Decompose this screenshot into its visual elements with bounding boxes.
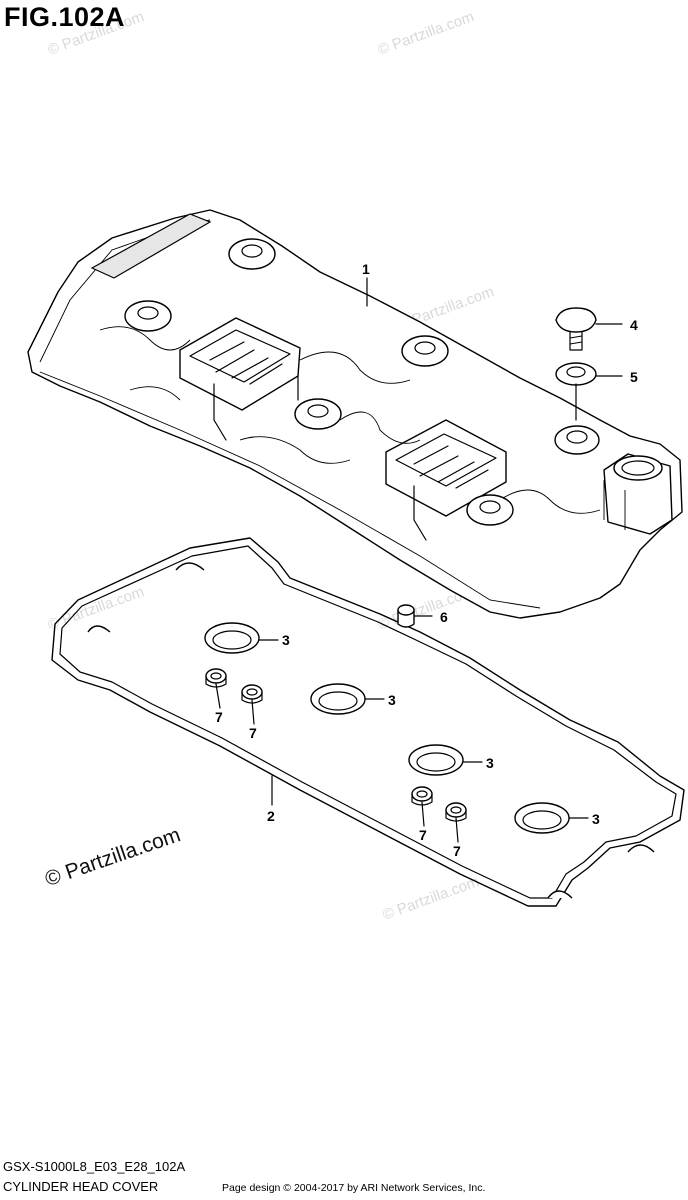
small-seal (241, 684, 263, 704)
plug-hole-gasket (204, 622, 260, 654)
plug-hole-gasket (514, 802, 570, 834)
callout-4: 4 (630, 317, 638, 333)
watermark-faint: © Partzilla.com (381, 873, 482, 924)
plug-hole-gasket (310, 683, 366, 715)
callout-2: 2 (267, 808, 275, 824)
callout-3: 3 (486, 755, 494, 771)
callout-6: 6 (440, 609, 448, 625)
small-seal (205, 668, 227, 688)
bolt-grommet (555, 362, 597, 386)
callout-7: 7 (249, 725, 257, 741)
small-seals (205, 668, 467, 822)
figure-title: FIG.102A (4, 2, 126, 32)
dowel-pin (397, 604, 415, 628)
page-caption: CYLINDER HEAD COVER (3, 1179, 159, 1194)
cover-bolt (555, 307, 597, 351)
callout-3: 3 (388, 692, 396, 708)
callout-7: 7 (215, 709, 223, 725)
cover-gasket (51, 537, 685, 907)
watermark-faint: © Partzilla.com (376, 8, 477, 59)
callout-labels: 1 2 3 3 3 3 4 5 6 7 7 7 7 (215, 261, 638, 859)
callout-7: 7 (419, 827, 427, 843)
copyright-footer: Page design © 2004-2017 by ARI Network S… (222, 1182, 486, 1194)
model-code: GSX-S1000L8_E03_E28_102A (3, 1159, 186, 1174)
plug-hole-gasket (408, 744, 464, 776)
small-seal (411, 786, 433, 806)
callout-3: 3 (592, 811, 600, 827)
callout-3: 3 (282, 632, 290, 648)
leader-lines (215, 277, 623, 843)
callout-1: 1 (362, 261, 370, 277)
plug-hole-gaskets (204, 622, 570, 834)
callout-5: 5 (630, 369, 638, 385)
callout-7: 7 (453, 843, 461, 859)
cylinder-head-cover (27, 209, 683, 619)
